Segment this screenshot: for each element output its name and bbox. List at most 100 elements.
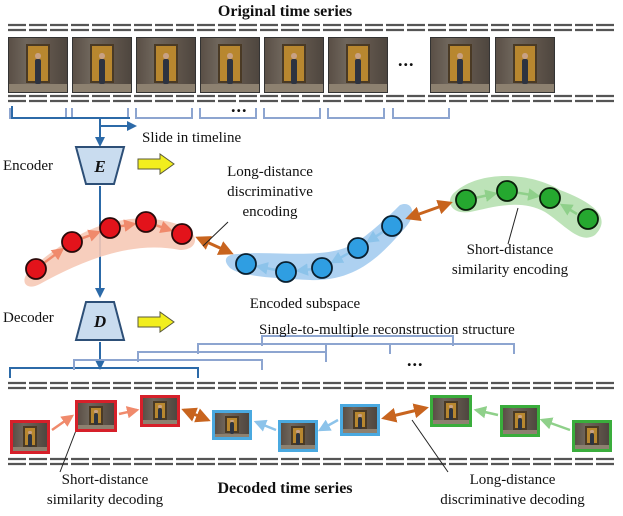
frame-person <box>456 58 464 85</box>
frame-floor <box>503 430 537 434</box>
red-blue-discriminative-link <box>195 236 234 255</box>
frame-floor <box>13 447 47 451</box>
reconstruction-bracket-4 <box>197 343 391 354</box>
reconstruction-bracket-6 <box>325 343 515 354</box>
frame-person <box>162 58 170 85</box>
encoder-label: Encoder <box>3 158 53 174</box>
original-series-ellipsis: ... <box>398 50 415 70</box>
blue-cluster-link-1 <box>365 230 384 243</box>
original-frame-4 <box>200 37 260 93</box>
original-frame-6 <box>328 37 388 93</box>
blue-cluster-link-4 <box>255 262 276 275</box>
frame-floor <box>343 429 377 433</box>
decoded-frame-2 <box>75 400 117 432</box>
decoder-block <box>74 301 126 341</box>
green-cluster-link-1 <box>476 189 498 202</box>
encoder-input-arrow <box>11 106 105 147</box>
frame-head <box>35 53 41 60</box>
frame-head <box>158 405 162 409</box>
long-distance-encoding-line2: discriminative <box>227 184 313 200</box>
frame-floor <box>433 420 469 424</box>
short-distance-encoding-line1: Short-distance <box>466 242 554 258</box>
frame-person <box>354 58 362 85</box>
original-frame-1 <box>8 37 68 93</box>
green-node-3 <box>539 187 561 209</box>
frame-floor <box>201 84 259 92</box>
decoded-frame-7 <box>430 395 472 427</box>
decoded-blue-arrow-2 <box>317 418 339 432</box>
frame-head <box>457 53 463 60</box>
original-frame-5 <box>264 37 324 93</box>
frame-floor <box>431 84 489 92</box>
window-bracket-top-3 <box>135 108 193 119</box>
long-encoding-leader <box>202 221 229 247</box>
red-cluster-link-2 <box>81 229 102 242</box>
frame-person <box>517 417 523 431</box>
blue-green-discriminative-link <box>405 199 453 222</box>
frame-person <box>34 58 42 85</box>
green-cluster-link-2 <box>517 188 541 201</box>
window-bracket-top-2 <box>71 108 129 119</box>
decoded-frame-9 <box>572 420 612 452</box>
red-node-5 <box>171 223 193 245</box>
reconstruction-bracket-1 <box>9 367 199 378</box>
green-node-1 <box>455 189 477 211</box>
frame-head <box>230 419 234 423</box>
red-node-1 <box>25 258 47 280</box>
blue-cluster-link-2 <box>330 251 349 264</box>
bracket-ellipsis-top: ... <box>231 96 248 116</box>
short-encoding-leader <box>507 207 519 245</box>
frame-head <box>518 415 522 419</box>
frame-person <box>226 58 234 85</box>
frame-person <box>98 58 106 85</box>
red-cluster-link-1 <box>44 247 65 264</box>
frame-floor <box>73 84 131 92</box>
reconstruction-bracket-2 <box>73 359 263 370</box>
frame-floor <box>78 425 114 429</box>
frame-floor <box>143 420 177 424</box>
decoded-red-blue-link <box>181 407 211 423</box>
reconstruction-bracket-3 <box>137 351 327 362</box>
decoded-series-title: Decoded time series <box>217 480 353 497</box>
decoded-red-arrow-2 <box>118 406 140 419</box>
frame-person <box>93 412 99 426</box>
decoded-blue-green-link <box>381 403 429 423</box>
decoder-symbol: D <box>93 312 106 331</box>
frame-head <box>296 430 300 434</box>
blue-node-3 <box>311 257 333 279</box>
long-distance-encoding-line1: Long-distance <box>227 164 313 180</box>
red-cluster-band <box>24 218 196 287</box>
green-node-2 <box>496 180 518 202</box>
frame-person <box>295 432 301 446</box>
original-frame-8 <box>495 37 555 93</box>
long-decoding-leader <box>411 419 449 473</box>
original-series-title: Original time series <box>217 3 353 20</box>
frame-person <box>448 407 454 421</box>
frame-floor <box>137 84 195 92</box>
frame-floor <box>281 445 315 449</box>
short-distance-decoding-line2: similarity decoding <box>46 492 164 508</box>
frame-head <box>522 53 528 60</box>
encoder-block-arrow-icon <box>137 153 175 175</box>
window-bracket-top-1 <box>9 108 67 119</box>
short-distance-decoding-line1: Short-distance <box>61 472 149 488</box>
short-distance-encoding-line2: similarity encoding <box>451 262 569 278</box>
green-node-4 <box>577 208 599 230</box>
frame-person <box>27 433 33 448</box>
frame-person <box>521 58 529 85</box>
decoded-blue-arrow-1 <box>253 419 277 432</box>
blue-cluster-link-3 <box>295 263 312 276</box>
window-bracket-top-7 <box>392 108 450 119</box>
frame-head <box>163 53 169 60</box>
window-bracket-top-4 <box>199 108 257 119</box>
frame-head <box>94 410 98 414</box>
decoded-frame-6 <box>340 404 380 436</box>
reconstruction-structure-label: Single-to-multiple reconstruction struct… <box>259 322 515 338</box>
original-frame-7 <box>430 37 490 93</box>
frame-head <box>355 53 361 60</box>
long-distance-decoding-line1: Long-distance <box>469 472 556 488</box>
frame-floor <box>329 84 387 92</box>
long-distance-encoding-line3: encoding <box>242 204 298 220</box>
green-cluster-link-3 <box>559 203 578 216</box>
